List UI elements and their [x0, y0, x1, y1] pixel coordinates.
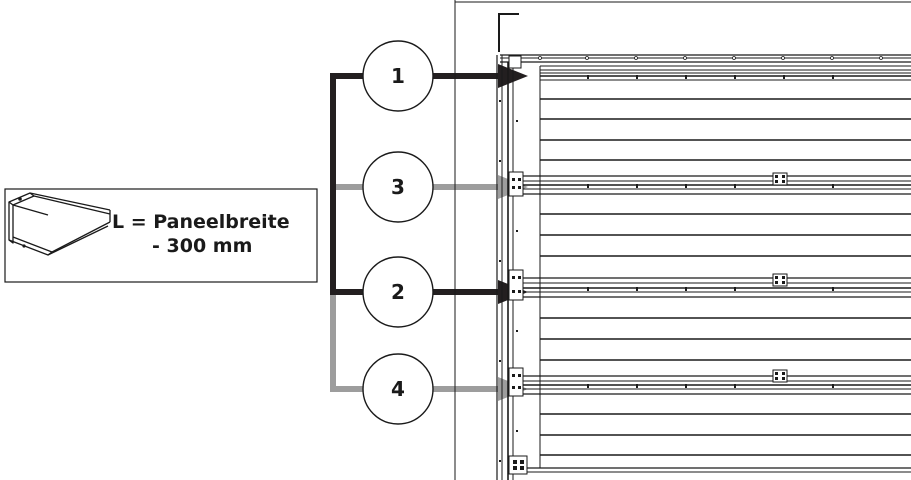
step-arrows	[433, 64, 528, 401]
side-screws	[499, 100, 524, 470]
side-rails	[496, 55, 541, 480]
part-callout: L = Paneelbreite - 300 mm	[4, 188, 318, 283]
bracket-profile-icon	[8, 192, 111, 256]
step-number-4: 4	[391, 377, 405, 401]
dark-bracket-line	[330, 73, 363, 295]
grey-bracket-line	[330, 184, 363, 392]
part-callout-frame	[4, 188, 318, 283]
step-marker-4: 4	[362, 353, 434, 425]
side-hardware	[508, 55, 528, 475]
step-number-3: 3	[391, 175, 405, 199]
hinge-dots	[775, 175, 785, 380]
step-marker-3: 3	[362, 151, 434, 223]
formula-line-1: L = Paneelbreite	[112, 211, 290, 233]
rail-holes	[538, 56, 883, 60]
top-rail	[500, 54, 911, 81]
door-panel-drawing	[454, 0, 911, 480]
step-marker-1: 1	[362, 40, 434, 112]
step-number-2: 2	[391, 280, 405, 304]
connector-lines	[330, 73, 363, 392]
step-number-1: 1	[391, 64, 405, 88]
formula-line-2: - 300 mm	[152, 235, 252, 257]
step-marker-2: 2	[362, 256, 434, 328]
rail-ticks	[587, 75, 834, 388]
panel-slats	[513, 98, 911, 473]
step-markers: 1 3 2 4	[362, 40, 434, 425]
frame-hook	[498, 13, 519, 52]
